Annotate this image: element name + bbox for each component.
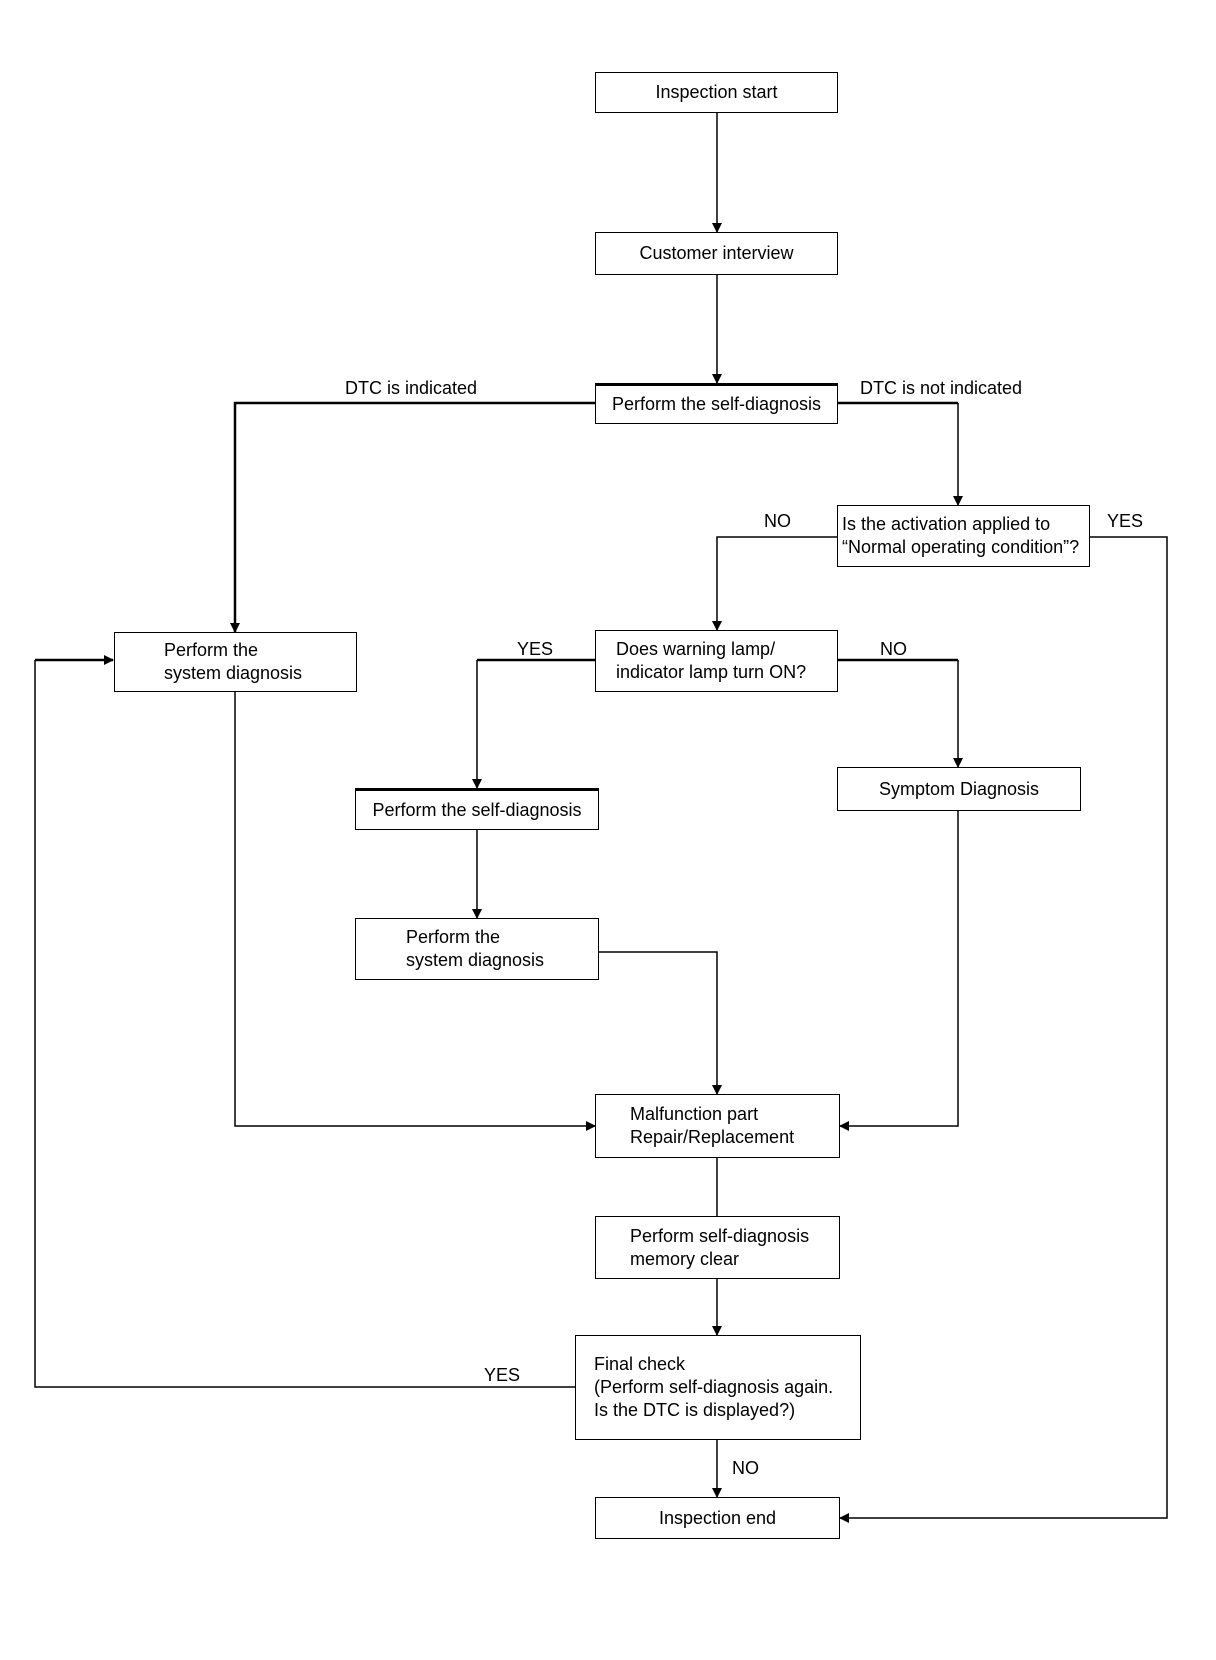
edge-dtc-indicated <box>230 401 595 633</box>
label-final-yes: YES <box>484 1365 521 1385</box>
label-final-no: NO <box>732 1458 759 1478</box>
inspection-end-text: Inspection end <box>658 1507 777 1528</box>
edge-system-diagnosis-left-to-repair <box>234 692 596 1131</box>
self-diagnosis-text-2: Perform the self-diagnosis <box>372 799 582 820</box>
malfunction-repair-text: Malfunction part Repair/Replacement <box>630 1104 795 1147</box>
memory-clear-box: Perform self-diagnosis memory clear <box>595 1216 840 1279</box>
final-check-box: Final check (Perform self-diagnosis agai… <box>575 1335 861 1440</box>
warning-lamp-question-box: Does warning lamp/ indicator lamp turn O… <box>595 630 838 692</box>
final-check-text: Final check (Perform self-diagnosis agai… <box>594 1354 834 1420</box>
system-diagnosis-mid-text: Perform the system diagnosis <box>406 927 545 970</box>
system-diagnosis-left-box: Perform the system diagnosis <box>114 632 357 692</box>
inspection-start-text: Inspection start <box>655 82 778 102</box>
inspection-start-box: Inspection start <box>595 72 838 113</box>
label-activation-no: NO <box>764 511 791 531</box>
activation-question-box: Is the activation applied to “Normal ope… <box>837 505 1090 567</box>
system-diagnosis-left-text: Perform the system diagnosis <box>164 640 303 683</box>
label-activation-yes: YES <box>1107 511 1144 531</box>
edge-final-yes-loop <box>34 660 575 1388</box>
self-diagnosis-box-1: Perform the self-diagnosis <box>595 383 838 424</box>
label-lamp-yes: YES <box>517 639 554 659</box>
customer-interview-box: Customer interview <box>595 232 838 275</box>
system-diagnosis-mid-box: Perform the system diagnosis <box>355 918 599 980</box>
label-dtc-not-indicated: DTC is not indicated <box>860 378 1023 398</box>
customer-interview-text: Customer interview <box>639 243 794 263</box>
symptom-diagnosis-text: Symptom Diagnosis <box>878 778 1040 799</box>
self-diagnosis-box-2: Perform the self-diagnosis <box>355 788 599 830</box>
edge-activation-yes <box>839 536 1168 1523</box>
edge-symptom-to-repair <box>839 811 959 1131</box>
edge-system-diagnosis-mid-to-repair <box>597 951 722 1095</box>
activation-question-text: Is the activation applied to “Normal ope… <box>842 514 1080 557</box>
symptom-diagnosis-box: Symptom Diagnosis <box>837 767 1081 811</box>
edge-activation-no <box>712 536 837 631</box>
self-diagnosis-text-1: Perform the self-diagnosis <box>611 394 822 414</box>
malfunction-repair-box: Malfunction part Repair/Replacement <box>595 1094 840 1158</box>
label-dtc-indicated: DTC is indicated <box>345 378 478 398</box>
warning-lamp-question-text: Does warning lamp/ indicator lamp turn O… <box>616 639 807 682</box>
memory-clear-text: Perform self-diagnosis memory clear <box>630 1225 810 1269</box>
inspection-end-box: Inspection end <box>595 1497 840 1539</box>
label-lamp-no: NO <box>880 639 907 659</box>
